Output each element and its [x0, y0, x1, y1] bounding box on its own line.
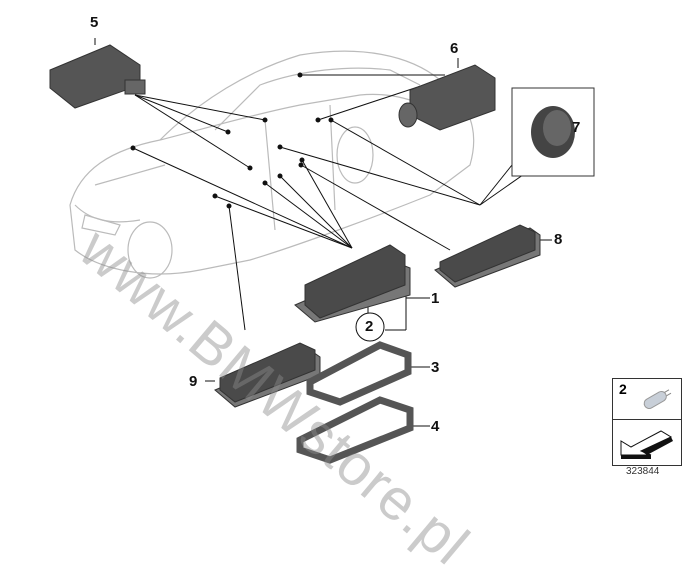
- label-6: 6: [450, 40, 459, 57]
- part-8-light[interactable]: [434, 224, 541, 288]
- part-2-circle: [355, 312, 385, 342]
- label-3: 3: [431, 359, 440, 376]
- label-9: 9: [189, 373, 198, 390]
- reference-number: 323844: [626, 466, 660, 477]
- part-7-grommet[interactable]: [531, 106, 575, 158]
- label-1: 1: [431, 290, 440, 307]
- label-5: 5: [90, 14, 99, 31]
- part-1-light[interactable]: [294, 244, 411, 323]
- legend-bulb-row: 2: [613, 379, 681, 420]
- label-8: 8: [554, 231, 563, 248]
- parts-diagram: [49, 38, 595, 464]
- legend-part-number: 2: [619, 381, 627, 397]
- part-5-switch[interactable]: [49, 44, 146, 109]
- label-4: 4: [431, 418, 440, 435]
- label-2: 2: [365, 318, 374, 335]
- part-3-frame[interactable]: [306, 341, 412, 406]
- label-7: 7: [572, 119, 581, 136]
- bulb-icon: [643, 389, 672, 409]
- part-4-frame[interactable]: [296, 396, 414, 464]
- part-6-connector[interactable]: [398, 64, 496, 131]
- part-9-light[interactable]: [214, 342, 321, 408]
- legend-box: 2: [612, 378, 682, 466]
- arrow-icon: [620, 430, 673, 459]
